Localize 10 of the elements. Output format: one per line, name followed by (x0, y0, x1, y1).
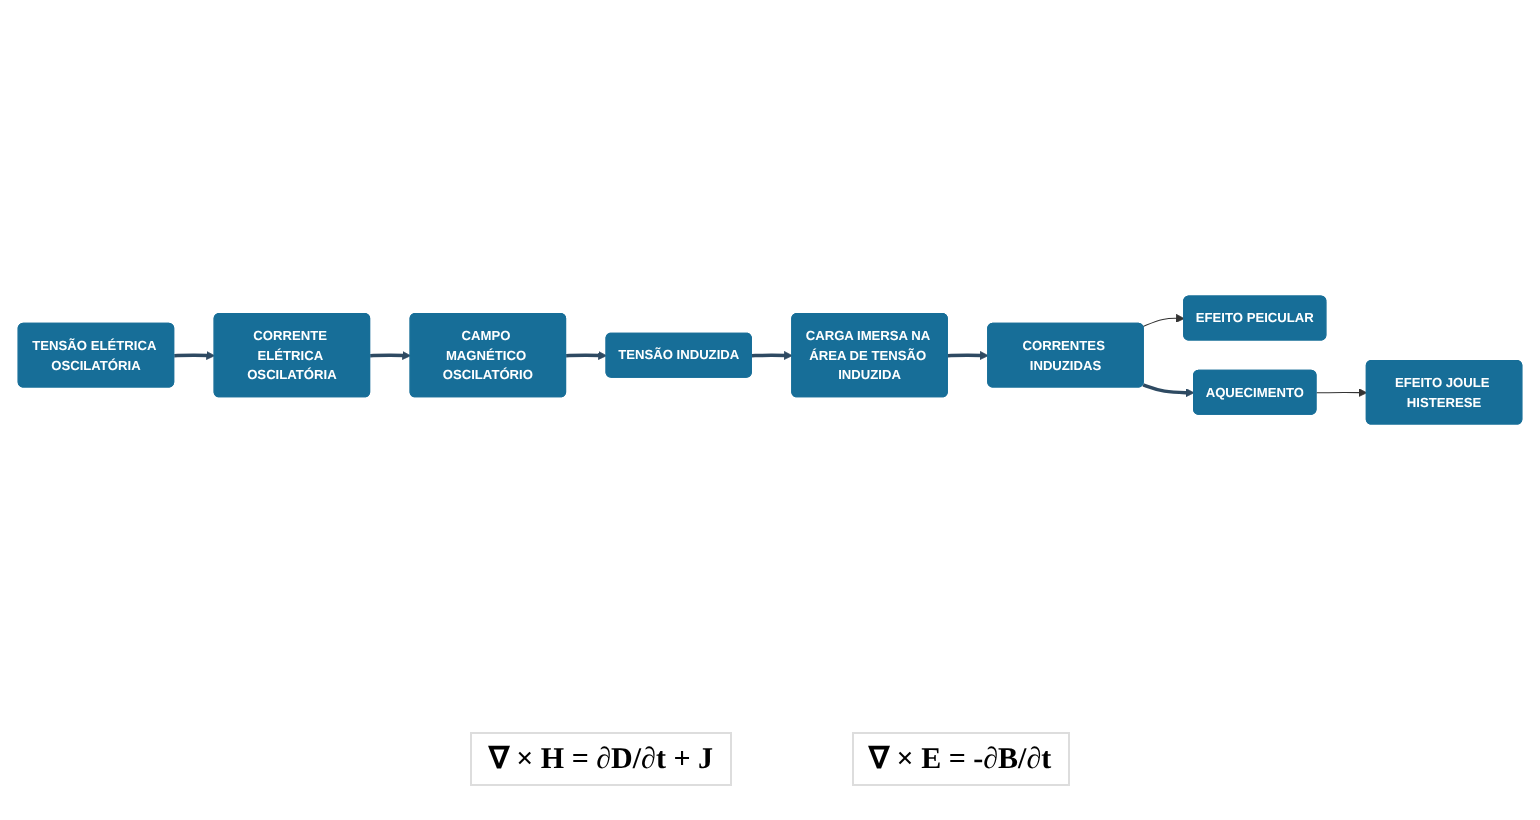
arrow (174, 350, 216, 360)
arrow (566, 350, 607, 360)
equation: ∇ × E = -∂B/∂t (851, 732, 1070, 786)
arrow (1142, 383, 1195, 397)
arrow (751, 350, 793, 360)
arrow (1316, 388, 1368, 397)
arrow (370, 350, 411, 360)
arrow (947, 350, 989, 360)
arrow (1142, 313, 1185, 327)
equation: ∇ × H = ∂D/∂t + J (470, 732, 732, 786)
